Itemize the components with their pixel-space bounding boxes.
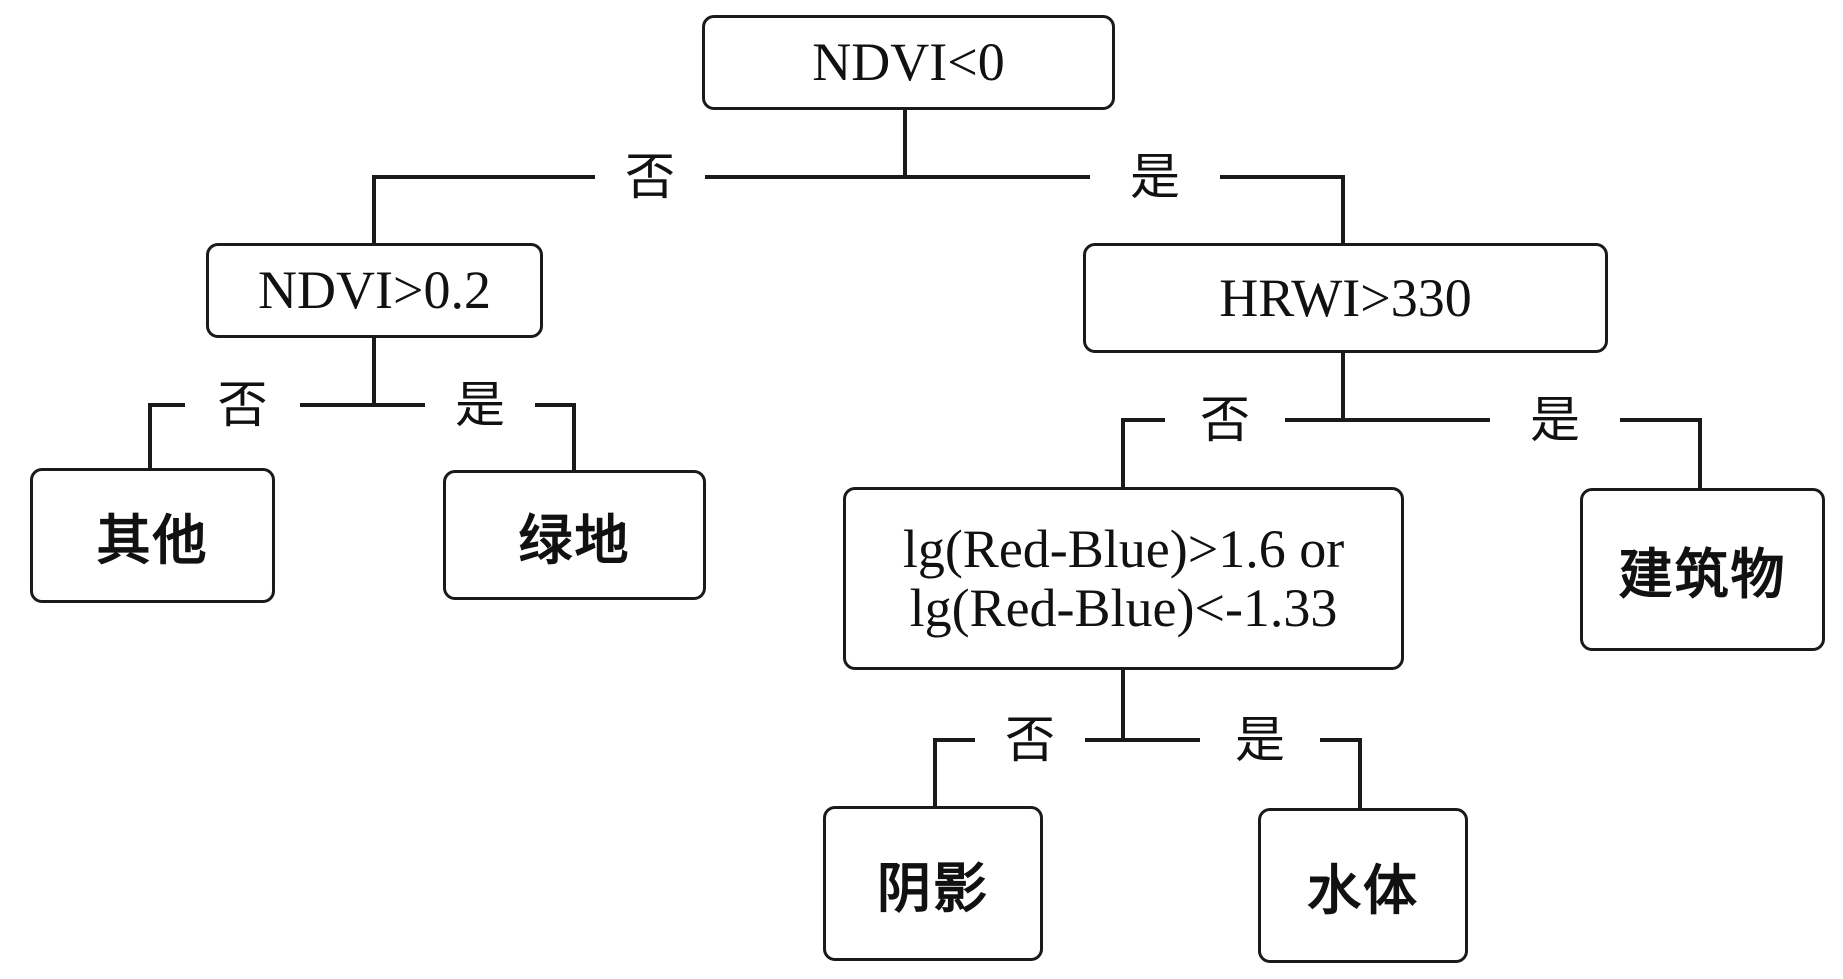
- node-label: NDVI>0.2: [258, 260, 491, 321]
- leaf-water: 水体: [1258, 808, 1468, 963]
- leaf-label: 绿地: [518, 508, 631, 572]
- leaf-shadow: 阴影: [823, 806, 1043, 961]
- edge-label-yes: 是: [1090, 147, 1220, 207]
- edge-label-yes: 是: [1490, 390, 1620, 450]
- leaf-label: 水体: [1307, 859, 1419, 922]
- node-label-line-1: lg(Red-Blue)>1.6 or: [902, 519, 1345, 580]
- node-label: HRWI>330: [1219, 267, 1472, 328]
- node-ndvi-condition: NDVI>0.2: [206, 243, 543, 338]
- leaf-other: 其他: [30, 468, 275, 603]
- edge-label-yes: 是: [1200, 710, 1320, 770]
- edge-label-no: 否: [595, 147, 705, 207]
- leaf-label: 建筑物: [1618, 543, 1787, 606]
- edge-label-no: 否: [185, 375, 300, 435]
- edge-label-no: 否: [1165, 390, 1285, 450]
- node-label-group: lg(Red-Blue)>1.6 or lg(Red-Blue)<-1.33: [903, 520, 1344, 637]
- edge-label-yes: 是: [425, 375, 535, 435]
- leaf-building: 建筑物: [1580, 488, 1825, 651]
- node-label-line-2: lg(Red-Blue)<-1.33: [909, 577, 1338, 638]
- node-hrwi-condition: HRWI>330: [1083, 243, 1608, 353]
- edge-label-no: 否: [975, 710, 1085, 770]
- node-label: NDVI<0: [812, 32, 1005, 93]
- node-root-condition: NDVI<0: [702, 15, 1115, 110]
- leaf-label: 阴影: [877, 857, 989, 920]
- node-lg-condition: lg(Red-Blue)>1.6 or lg(Red-Blue)<-1.33: [843, 487, 1404, 670]
- leaf-green-space: 绿地: [443, 470, 706, 600]
- leaf-label: 其他: [96, 509, 209, 572]
